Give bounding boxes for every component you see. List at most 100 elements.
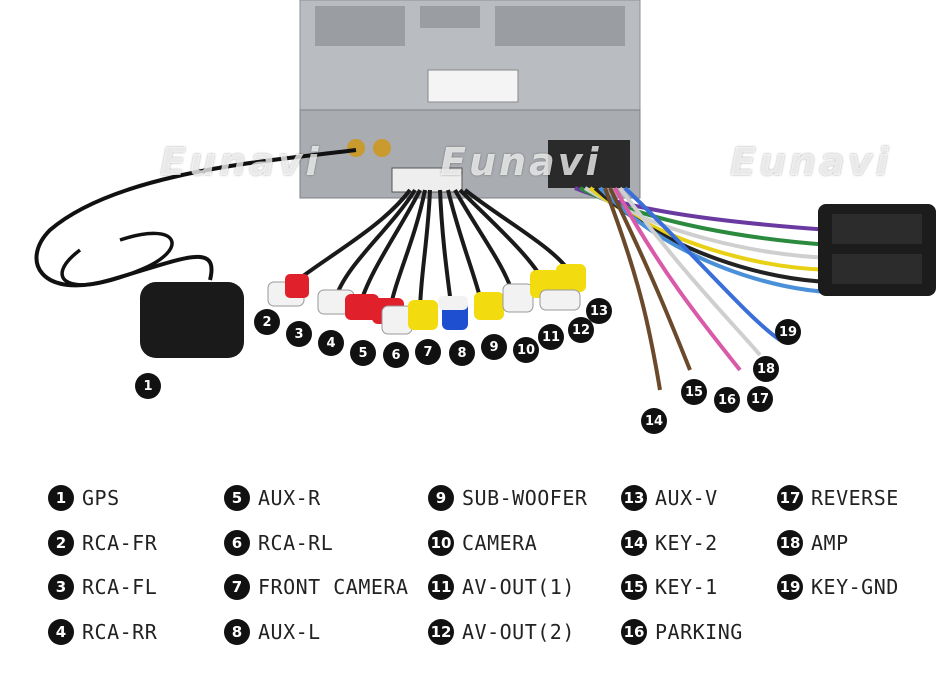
head-unit	[299, 0, 641, 199]
legend-item-reverse: 17 REVERSE	[777, 483, 899, 513]
legend-label: AUX-L	[258, 620, 321, 644]
callout-11: 11	[538, 324, 564, 350]
legend-num: 3	[48, 574, 74, 600]
callout-19: 19	[775, 319, 801, 345]
rca-plug-subwoofer	[474, 292, 504, 320]
legend-item-av-out-2: 12 AV-OUT(2)	[428, 617, 575, 647]
legend-num: 15	[621, 574, 647, 600]
legend-item-key-gnd: 19 KEY-GND	[777, 572, 899, 602]
legend-item-amp: 18 AMP	[777, 528, 849, 558]
callout-5: 5	[350, 340, 376, 366]
rca-plug-rr	[345, 294, 379, 320]
watermark-right: Eunavi	[730, 140, 892, 184]
callout-13: 13	[586, 298, 612, 324]
legend-num: 14	[621, 530, 647, 556]
legend-item-front-camera: 7 FRONT CAMERA	[224, 572, 409, 602]
callout-2: 2	[254, 309, 280, 335]
callout-16: 16	[714, 387, 740, 413]
legend-item-rca-rr: 4 RCA-RR	[48, 617, 157, 647]
legend-label: KEY-1	[655, 575, 718, 599]
legend-item-camera: 10 CAMERA	[428, 528, 537, 558]
legend-num: 17	[777, 485, 803, 511]
radio-antenna-port	[373, 139, 391, 157]
iso-socket	[548, 140, 630, 188]
unit-label-sticker	[427, 69, 519, 103]
rca-plug-camera	[502, 283, 534, 313]
callout-9: 9	[481, 334, 507, 360]
callout-18: 18	[753, 356, 779, 382]
rca-socket	[391, 167, 463, 193]
legend-num: 13	[621, 485, 647, 511]
callout-7: 7	[415, 339, 441, 365]
legend-num: 9	[428, 485, 454, 511]
legend-label: AMP	[811, 531, 849, 555]
legend-label: RCA-RR	[82, 620, 158, 644]
callout-8: 8	[449, 340, 475, 366]
legend-label: KEY-2	[655, 531, 718, 555]
legend-label: KEY-GND	[811, 575, 899, 599]
rca-plug-rl	[381, 305, 413, 335]
wiring-photo	[34, 0, 936, 391]
legend-label: GPS	[82, 486, 120, 510]
legend-num: 1	[48, 485, 74, 511]
legend-label: AUX-R	[258, 486, 321, 510]
rca-plug-aux-l	[438, 296, 468, 330]
legend-item-aux-l: 8 AUX-L	[224, 617, 321, 647]
legend-label: RCA-FR	[82, 531, 158, 555]
legend-num: 18	[777, 530, 803, 556]
legend-num: 12	[428, 619, 454, 645]
legend-label: SUB-WOOFER	[462, 486, 588, 510]
legend-label: RCA-FL	[82, 575, 158, 599]
callout-3: 3	[286, 321, 312, 347]
watermark-left: Eunavi	[160, 140, 322, 184]
legend-num: 6	[224, 530, 250, 556]
legend-label: RCA-RL	[258, 531, 334, 555]
legend-label: CAMERA	[462, 531, 538, 555]
callout-6: 6	[383, 342, 409, 368]
legend-item-gps: 1 GPS	[48, 483, 120, 513]
callout-4: 4	[318, 330, 344, 356]
legend-item-rca-fr: 2 RCA-FR	[48, 528, 157, 558]
legend-item-sub-woofer: 9 SUB-WOOFER	[428, 483, 587, 513]
watermark-center: Eunavi	[440, 140, 602, 184]
legend-num: 4	[48, 619, 74, 645]
legend-item-av-out-1: 11 AV-OUT(1)	[428, 572, 575, 602]
callout-15: 15	[681, 379, 707, 405]
rca-plug-av-out-2	[556, 264, 586, 292]
gps-cable	[34, 148, 357, 288]
legend-item-aux-v: 13 AUX-V	[621, 483, 718, 513]
legend-label: AUX-V	[655, 486, 718, 510]
rca-plug-aux-v	[539, 289, 581, 311]
gps-puck	[140, 282, 244, 358]
legend-num: 10	[428, 530, 454, 556]
callout-17: 17	[747, 386, 773, 412]
legend-label: AV-OUT(2)	[462, 620, 575, 644]
iso-harness-wires	[574, 186, 831, 391]
callout-1: 1	[135, 373, 161, 399]
rca-plug-fr	[267, 274, 309, 307]
legend-label: PARKING	[655, 620, 743, 644]
legend-num: 7	[224, 574, 250, 600]
callout-14: 14	[641, 408, 667, 434]
rca-plug-front-camera	[408, 300, 438, 330]
legend-num: 19	[777, 574, 803, 600]
legend-item-key-1: 15 KEY-1	[621, 572, 718, 602]
callout-10: 10	[513, 337, 539, 363]
legend-num: 11	[428, 574, 454, 600]
legend-label: FRONT CAMERA	[258, 575, 409, 599]
legend-num: 5	[224, 485, 250, 511]
legend-label: REVERSE	[811, 486, 899, 510]
legend-item-rca-rl: 6 RCA-RL	[224, 528, 333, 558]
legend-num: 2	[48, 530, 74, 556]
gps-antenna-port	[347, 139, 365, 157]
legend-label: AV-OUT(1)	[462, 575, 575, 599]
legend-item-aux-r: 5 AUX-R	[224, 483, 321, 513]
legend-item-rca-fl: 3 RCA-FL	[48, 572, 157, 602]
legend-num: 8	[224, 619, 250, 645]
legend-num: 16	[621, 619, 647, 645]
callout-12: 12	[568, 317, 594, 343]
rca-plugs	[267, 264, 586, 335]
legend-item-key-2: 14 KEY-2	[621, 528, 718, 558]
legend-item-parking: 16 PARKING	[621, 617, 743, 647]
